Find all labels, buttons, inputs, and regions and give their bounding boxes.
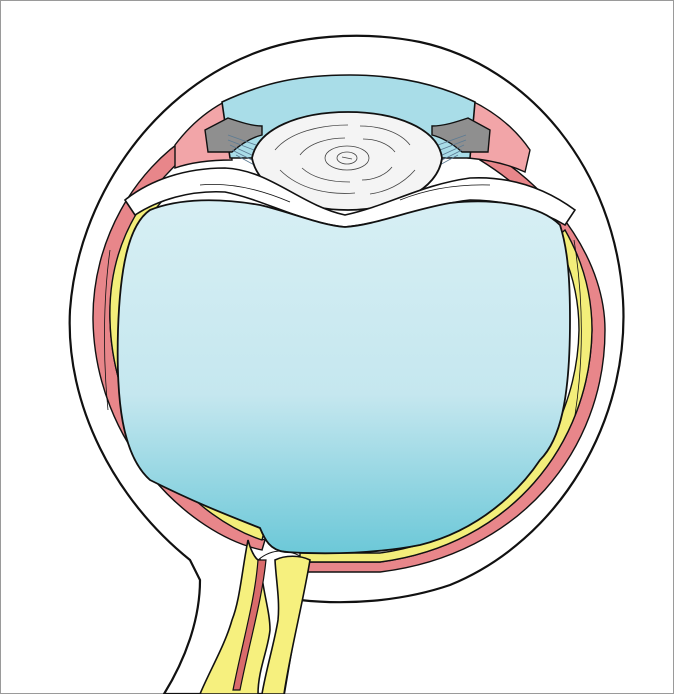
eye-cross-section-diagram <box>0 0 674 694</box>
